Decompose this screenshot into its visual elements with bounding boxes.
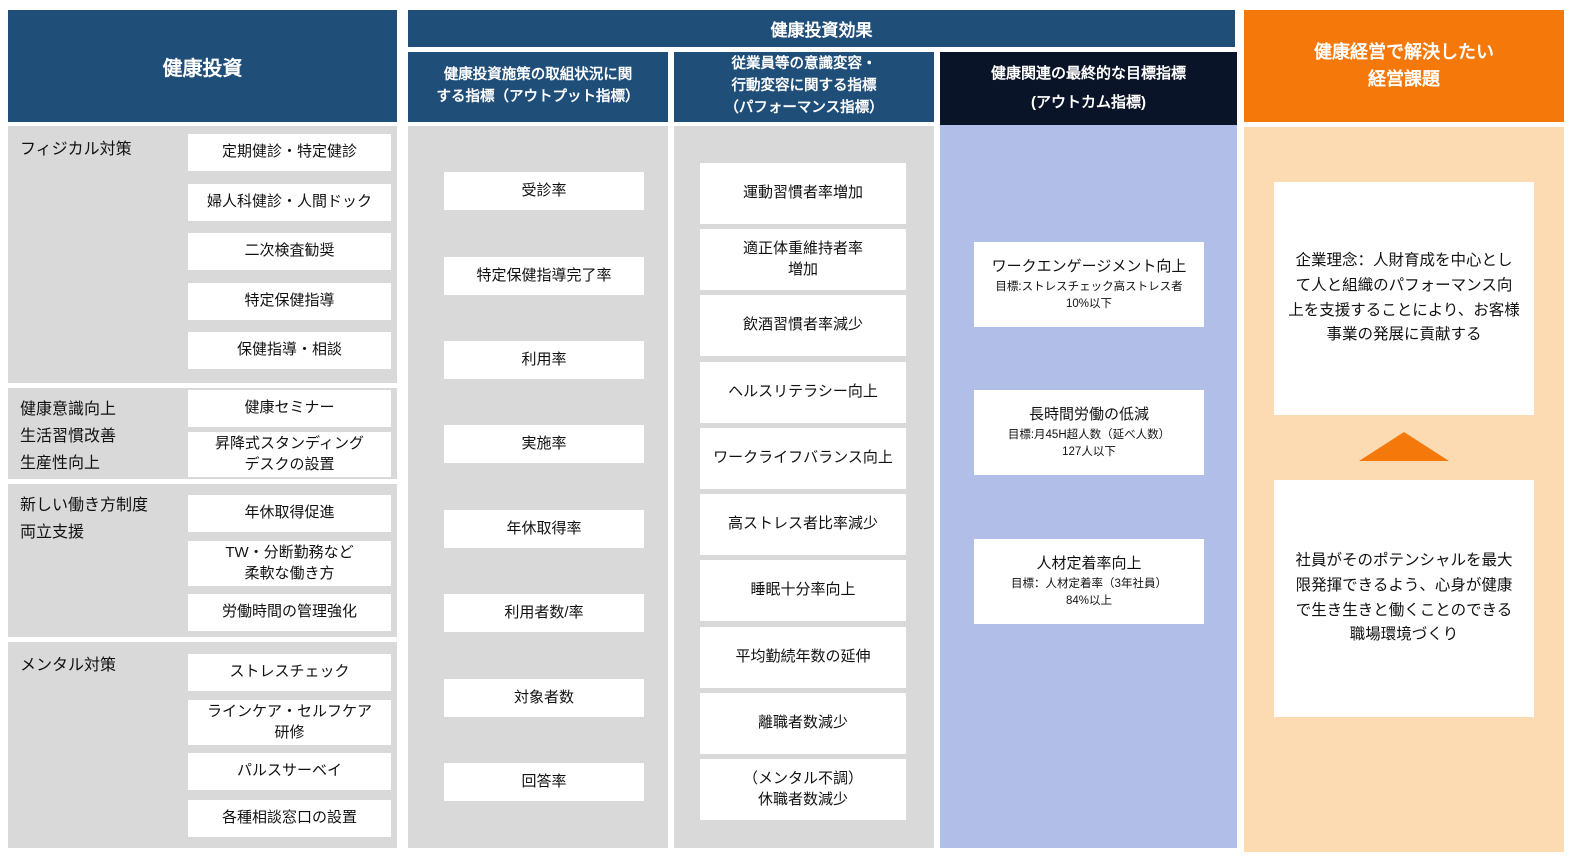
outcome-indicators-column: ワークエンゲージメント向上 目標:ストレスチェック高ストレス者 10%以下 長時…: [940, 125, 1237, 848]
outcome-title: 人材定着率向上: [1036, 555, 1142, 573]
outcome-goal: 目標：人材定着率（3年社員） 84%以上: [1011, 578, 1167, 607]
measure-item: 年休取得促進: [188, 495, 391, 532]
measure-item: 保健指導・相談: [188, 332, 391, 369]
section-label: 新しい働き方制度 両立支援: [20, 497, 149, 542]
outcome-box: ワークエンゲージメント向上 目標:ストレスチェック高ストレス者 10%以下: [974, 242, 1204, 327]
measure-item: 各種相談窓口の設置: [188, 800, 391, 837]
performance-indicator-item: 飲酒習慣者率減少: [700, 295, 906, 356]
measure-item: 婦人科健診・人間ドック: [188, 184, 391, 221]
measure-item: 定期健診・特定健診: [188, 134, 391, 171]
output-indicator-item: 年休取得率: [444, 510, 644, 548]
measure-item: ラインケア・セルフケア 研修: [188, 700, 391, 745]
measure-item: 健康セミナー: [188, 390, 391, 427]
performance-indicator-item: ワークライフバランス向上: [700, 428, 906, 489]
outcome-title: ワークエンゲージメント向上: [991, 258, 1187, 276]
output-indicator-item: 利用率: [444, 341, 644, 379]
measure-item: 労働時間の管理強化: [188, 594, 391, 631]
performance-indicator-item: 平均勤続年数の延伸: [700, 627, 906, 688]
measure-item: 二次検査勧奨: [188, 233, 391, 270]
outcome-goal: 目標:ストレスチェック高ストレス者 10%以下: [995, 281, 1183, 310]
section-mental-measures: メンタル対策 ストレスチェック ラインケア・セルフケア 研修 パルスサーベイ 各…: [8, 642, 397, 848]
performance-indicator-item: 運動習慣者率増加: [700, 163, 906, 224]
section-label: フィジカル対策: [20, 141, 132, 158]
output-indicator-item: 実施率: [444, 425, 644, 463]
outcome-indicators-header: 健康関連の最終的な目標指標 (アウトカム指標): [940, 52, 1237, 125]
measure-item: TW・分断勤務など 柔軟な働き方: [188, 541, 391, 586]
outcome-box: 長時間労働の低減 目標:月45H超人数（延べ人数） 127人以下: [974, 390, 1204, 475]
up-triangle-icon: [1359, 432, 1449, 461]
health-investment-header: 健康投資: [8, 10, 397, 122]
performance-indicator-item: （メンタル不調） 休職者数減少: [700, 759, 906, 820]
output-indicator-item: 受診率: [444, 172, 644, 210]
outcome-goal: 目標:月45H超人数（延べ人数） 127人以下: [1007, 429, 1171, 458]
investment-effect-banner: 健康投資効果: [408, 10, 1235, 47]
output-indicators-header: 健康投資施策の取組状況に関 する指標（アウトプット指標）: [408, 52, 668, 122]
section-awareness-lifestyle-productivity: 健康意識向上 生活習慣改善 生産性向上 健康セミナー 昇降式スタンディング デス…: [8, 388, 397, 479]
philosophy-box: 企業理念：人財育成を中心として人と組織のパフォーマンス向上を支援することにより、…: [1274, 182, 1534, 415]
management-issues-header: 健康経営で解決したい 経営課題: [1244, 10, 1564, 122]
section-new-workstyle-support: 新しい働き方制度 両立支援 年休取得促進 TW・分断勤務など 柔軟な働き方 労働…: [8, 484, 397, 637]
performance-indicator-item: 離職者数減少: [700, 693, 906, 754]
performance-indicator-item: 適正体重維持者率 増加: [700, 229, 906, 290]
performance-indicators-header: 従業員等の意識変容・ 行動変容に関する指標 （パフォーマンス指標）: [674, 52, 934, 122]
measure-item: 昇降式スタンディング デスクの設置: [188, 432, 391, 477]
output-indicator-item: 特定保健指導完了率: [444, 257, 644, 295]
measure-item: 特定保健指導: [188, 283, 391, 320]
outcome-box: 人材定着率向上 目標：人材定着率（3年社員） 84%以上: [974, 539, 1204, 624]
performance-indicator-item: 睡眠十分率向上: [700, 560, 906, 621]
section-label: メンタル対策: [20, 657, 117, 674]
output-indicator-item: 回答率: [444, 763, 644, 801]
management-issues-column: 企業理念：人財育成を中心として人と組織のパフォーマンス向上を支援することにより、…: [1244, 127, 1564, 852]
performance-indicator-item: ヘルスリテラシー向上: [700, 362, 906, 423]
measure-item: パルスサーベイ: [188, 753, 391, 790]
output-indicator-item: 利用者数/率: [444, 594, 644, 632]
performance-indicator-item: 高ストレス者比率減少: [700, 494, 906, 555]
output-indicator-item: 対象者数: [444, 679, 644, 717]
performance-indicators-column: 運動習慣者率増加 適正体重維持者率 増加 飲酒習慣者率減少 ヘルスリテラシー向上…: [674, 126, 934, 848]
section-label: 健康意識向上 生活習慣改善 生産性向上: [20, 401, 117, 473]
outcome-title: 長時間労働の低減: [1028, 406, 1149, 424]
workplace-goal-box: 社員がそのポテンシャルを最大限発揮できるよう、心身が健康で生き生きと働くことので…: [1274, 480, 1534, 717]
output-indicators-column: 受診率 特定保健指導完了率 利用率 実施率 年休取得率 利用者数/率 対象者数 …: [408, 126, 668, 848]
section-physical-measures: フィジカル対策 定期健診・特定健診 婦人科健診・人間ドック 二次検査勧奨 特定保…: [8, 126, 397, 383]
measure-item: ストレスチェック: [188, 654, 391, 691]
